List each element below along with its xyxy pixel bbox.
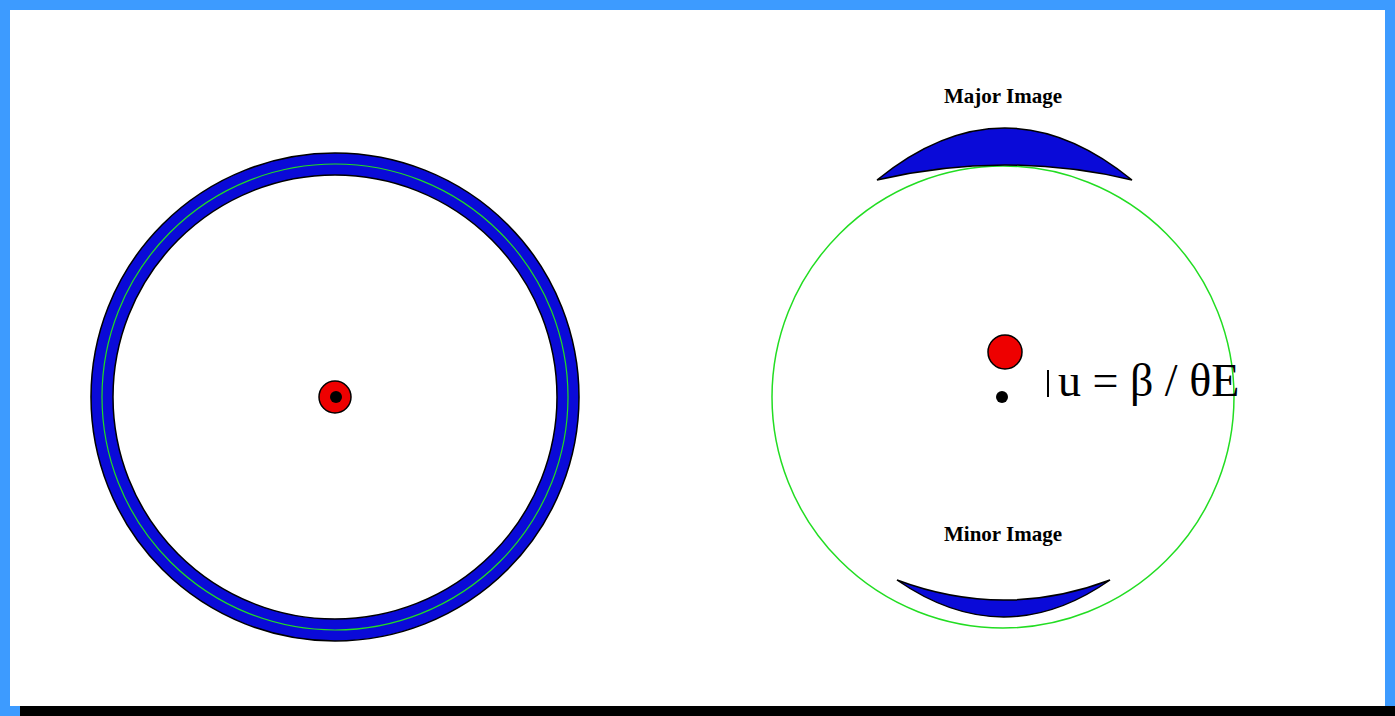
ring-inner-edge (113, 175, 557, 619)
major-image-arc (877, 128, 1132, 180)
lens-separation-formula: u = β / θE (1058, 356, 1239, 407)
minor-image-arc (897, 580, 1110, 617)
lens-star (319, 381, 351, 413)
panel-ground (10, 10, 1385, 706)
source-point (330, 391, 342, 403)
separation-marker (1047, 370, 1049, 397)
lens-star (988, 335, 1022, 369)
image-label: Minor Image (944, 523, 1062, 546)
einstein-ring (102, 164, 568, 630)
image-label: Major Image (944, 85, 1062, 108)
einstein-radius-circle (102, 164, 568, 630)
ring-outer-edge (91, 153, 579, 641)
source-point (996, 391, 1008, 403)
bottom-bar (20, 706, 1395, 716)
